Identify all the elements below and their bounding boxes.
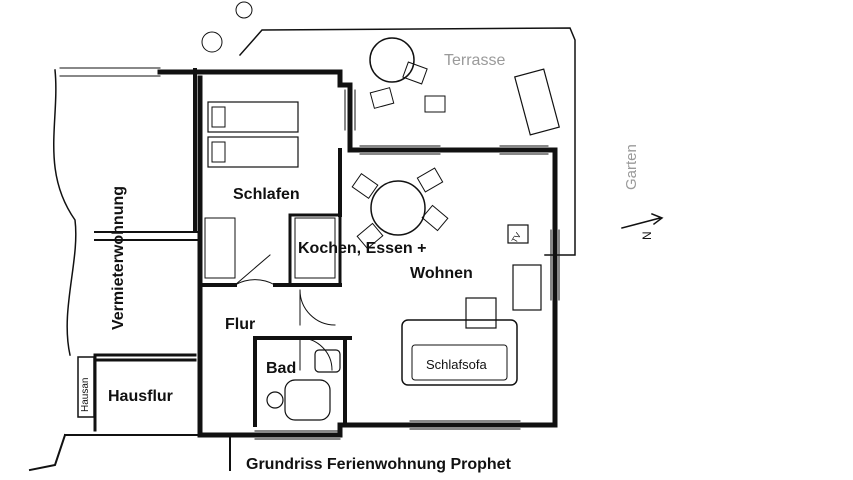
sun-lounger xyxy=(514,68,560,136)
chair-3 xyxy=(421,204,449,232)
window-top-left xyxy=(59,67,161,77)
compass-arrow xyxy=(621,213,664,229)
sink xyxy=(314,349,341,373)
armchair xyxy=(512,264,542,311)
window-living-right xyxy=(550,229,560,301)
bed-left xyxy=(207,101,299,133)
window-bottom xyxy=(254,420,521,440)
label-flur: Flur xyxy=(225,316,256,333)
door-hall-living xyxy=(299,289,336,326)
bathtub xyxy=(284,379,331,421)
coffee-table xyxy=(465,297,497,329)
wall-closet xyxy=(288,213,342,287)
door-bedroom xyxy=(234,254,276,286)
sofa-seat xyxy=(411,344,508,381)
label-hausanschluss: Hausan xyxy=(80,377,91,412)
label-schlafen: Schlafen xyxy=(233,186,300,203)
chair-4 xyxy=(356,222,384,250)
terrace-table xyxy=(369,37,415,83)
hausanschluss-box xyxy=(77,356,95,418)
terrace-outline xyxy=(238,27,576,256)
entrance-step xyxy=(28,433,231,472)
compass-north: N xyxy=(640,231,654,240)
neighbour-wall-mid xyxy=(94,231,199,241)
hausflur-wall xyxy=(93,353,197,432)
label-schlafsofa: Schlafsofa xyxy=(426,357,487,372)
label-garten: Garten xyxy=(623,144,640,190)
terrace-chair-2 xyxy=(402,61,428,85)
window-right-bedroom xyxy=(344,89,356,131)
label-hausflur: Hausflur xyxy=(108,388,173,405)
label-bad: Bad xyxy=(266,360,297,377)
label-vermieterwohnung: Vermieterwohnung xyxy=(110,185,127,330)
bed-right xyxy=(207,136,299,168)
plant-1 xyxy=(201,31,223,53)
toilet xyxy=(266,391,284,409)
label-terrasse: Terrasse xyxy=(444,52,506,69)
neighbour-curve-left xyxy=(53,69,77,356)
label-wohnen: Wohnen xyxy=(410,265,473,282)
wardrobe xyxy=(204,217,236,279)
chair-2 xyxy=(416,167,444,193)
dining-table xyxy=(370,180,426,236)
door-bath xyxy=(299,337,333,371)
plant-2 xyxy=(235,1,253,19)
tv-stand xyxy=(507,224,529,244)
outer-wall-top xyxy=(157,69,558,153)
terrace-chair-1 xyxy=(369,87,395,109)
kitchen-counter xyxy=(294,217,336,279)
window-living-top xyxy=(359,145,549,155)
plan-title: Grundriss Ferienwohnung Prophet xyxy=(246,456,511,473)
terrace-chair-3 xyxy=(424,95,446,113)
sofa xyxy=(401,319,518,386)
bed-pillows xyxy=(211,106,226,163)
chair-1 xyxy=(351,173,379,199)
label-kochen-essen: Kochen, Essen + xyxy=(298,240,427,257)
outer-wall-bottom xyxy=(197,422,558,438)
